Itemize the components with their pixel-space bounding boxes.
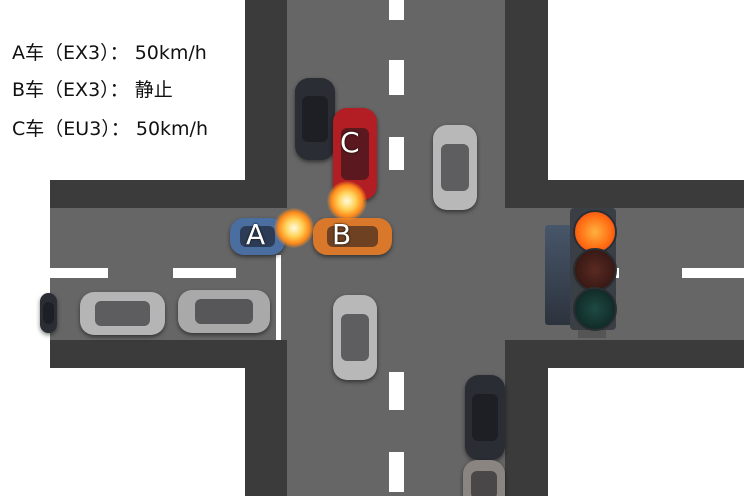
legend-state: 静止	[134, 79, 173, 101]
collision-explosion-icon	[327, 181, 367, 221]
legend-car: C车	[12, 118, 45, 140]
lane-dash	[389, 372, 404, 410]
lane-dash	[173, 268, 236, 278]
legend-model: （EX3）	[44, 42, 110, 64]
car-silver-convertible	[333, 295, 377, 380]
legend-sep: ：	[109, 42, 129, 64]
legend-car-c: C车（EU3）： 50km/h	[12, 114, 208, 141]
car-a-label: A	[246, 218, 266, 251]
horizontal-road	[50, 208, 744, 340]
lane-dash	[682, 268, 744, 278]
stop-line	[276, 255, 281, 340]
green-light-icon	[573, 287, 617, 331]
legend-car-a: A车（EX3）： 50km/h	[12, 38, 207, 65]
traffic-light-base	[578, 330, 606, 338]
legend-car: B车	[12, 79, 45, 101]
lane-dash	[389, 452, 404, 492]
legend-state: 50km/h	[134, 42, 207, 64]
collision-explosion-icon	[274, 208, 314, 248]
car-silver-convertible	[433, 125, 477, 210]
car-b-label: B	[332, 218, 352, 251]
legend-sep: ：	[109, 79, 129, 101]
legend-sep: ：	[110, 118, 130, 140]
lane-dash	[389, 60, 404, 95]
car-c-label: C	[340, 126, 360, 159]
yellow-light-icon	[573, 248, 617, 292]
traffic-light-visors	[545, 225, 572, 325]
car-partial-dark	[40, 293, 57, 333]
legend-model: （EX3）	[44, 79, 110, 101]
parked-car-dark	[295, 78, 335, 160]
lane-dash	[50, 268, 108, 278]
car-partial-gray	[463, 460, 505, 496]
lane-dash	[389, 137, 404, 170]
legend-car-b: B车（EX3）： 静止	[12, 75, 173, 102]
car-silver	[178, 290, 270, 333]
legend-car: A车	[12, 42, 44, 64]
car-b	[313, 218, 392, 255]
lane-dash	[389, 0, 404, 20]
red-light-icon	[573, 210, 617, 254]
legend-state: 50km/h	[135, 118, 208, 140]
car-silver-convertible	[80, 292, 165, 335]
car-dark	[465, 375, 505, 460]
legend-model: （EU3）	[44, 118, 111, 140]
